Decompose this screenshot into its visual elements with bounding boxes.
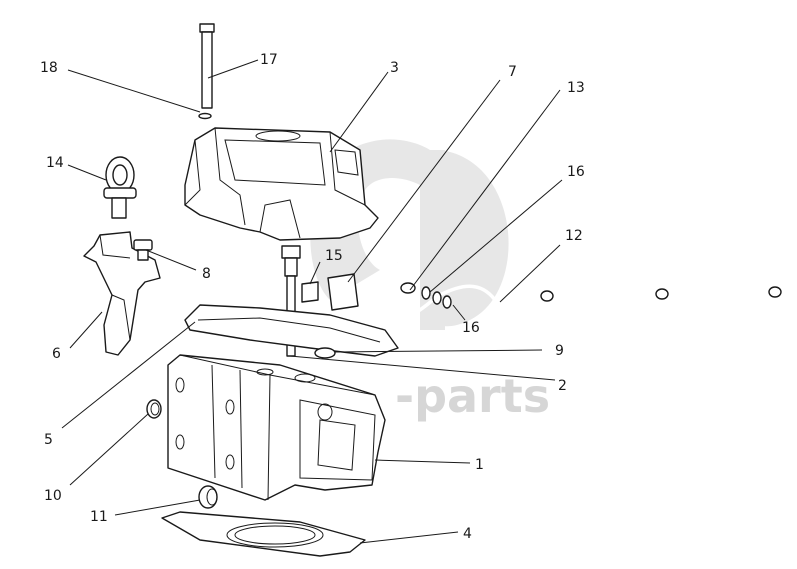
valve-cover-3 [184, 127, 379, 241]
cylinder-head-1 [167, 354, 386, 501]
callout-13: 13 [567, 80, 585, 96]
callout-7: 7 [508, 64, 517, 80]
callout-4: 4 [463, 526, 472, 542]
callout-9: 9 [555, 343, 564, 359]
watermark-text: -parts [395, 369, 550, 423]
callout-3: 3 [390, 60, 399, 76]
callout-17: 17 [260, 52, 278, 68]
gasket-5 [184, 304, 399, 357]
head-gasket-4 [161, 511, 366, 557]
callout-6: 6 [52, 346, 61, 362]
seal-9 [314, 347, 336, 359]
callout-18: 18 [40, 60, 58, 76]
sleeve-7 [327, 273, 359, 311]
callout-labels: 1 2 3 4 5 6 7 8 9 10 11 12 13 14 15 16 1… [40, 52, 585, 542]
callout-10: 10 [44, 488, 62, 504]
plug-11 [198, 485, 218, 509]
callout-1: 1 [475, 457, 484, 473]
plug-10 [146, 399, 162, 419]
callout-2: 2 [558, 378, 567, 394]
bolt-8 [133, 239, 153, 261]
callout-14: 14 [46, 155, 64, 171]
callout-11: 11 [90, 509, 108, 525]
leader-lines [61, 59, 563, 544]
fuel-line-12 [396, 261, 782, 321]
washers-16 [421, 286, 452, 309]
callout-8: 8 [202, 266, 211, 282]
seal-ring [301, 281, 319, 303]
callout-12: 12 [565, 228, 583, 244]
callout-5: 5 [44, 432, 53, 448]
bolt-17 [199, 23, 215, 109]
callout-16-top: 16 [567, 164, 585, 180]
callout-16-bottom: 16 [462, 320, 480, 336]
washer-18 [198, 112, 212, 120]
callout-15: 15 [325, 248, 343, 264]
lifting-eye-14 [103, 156, 137, 219]
